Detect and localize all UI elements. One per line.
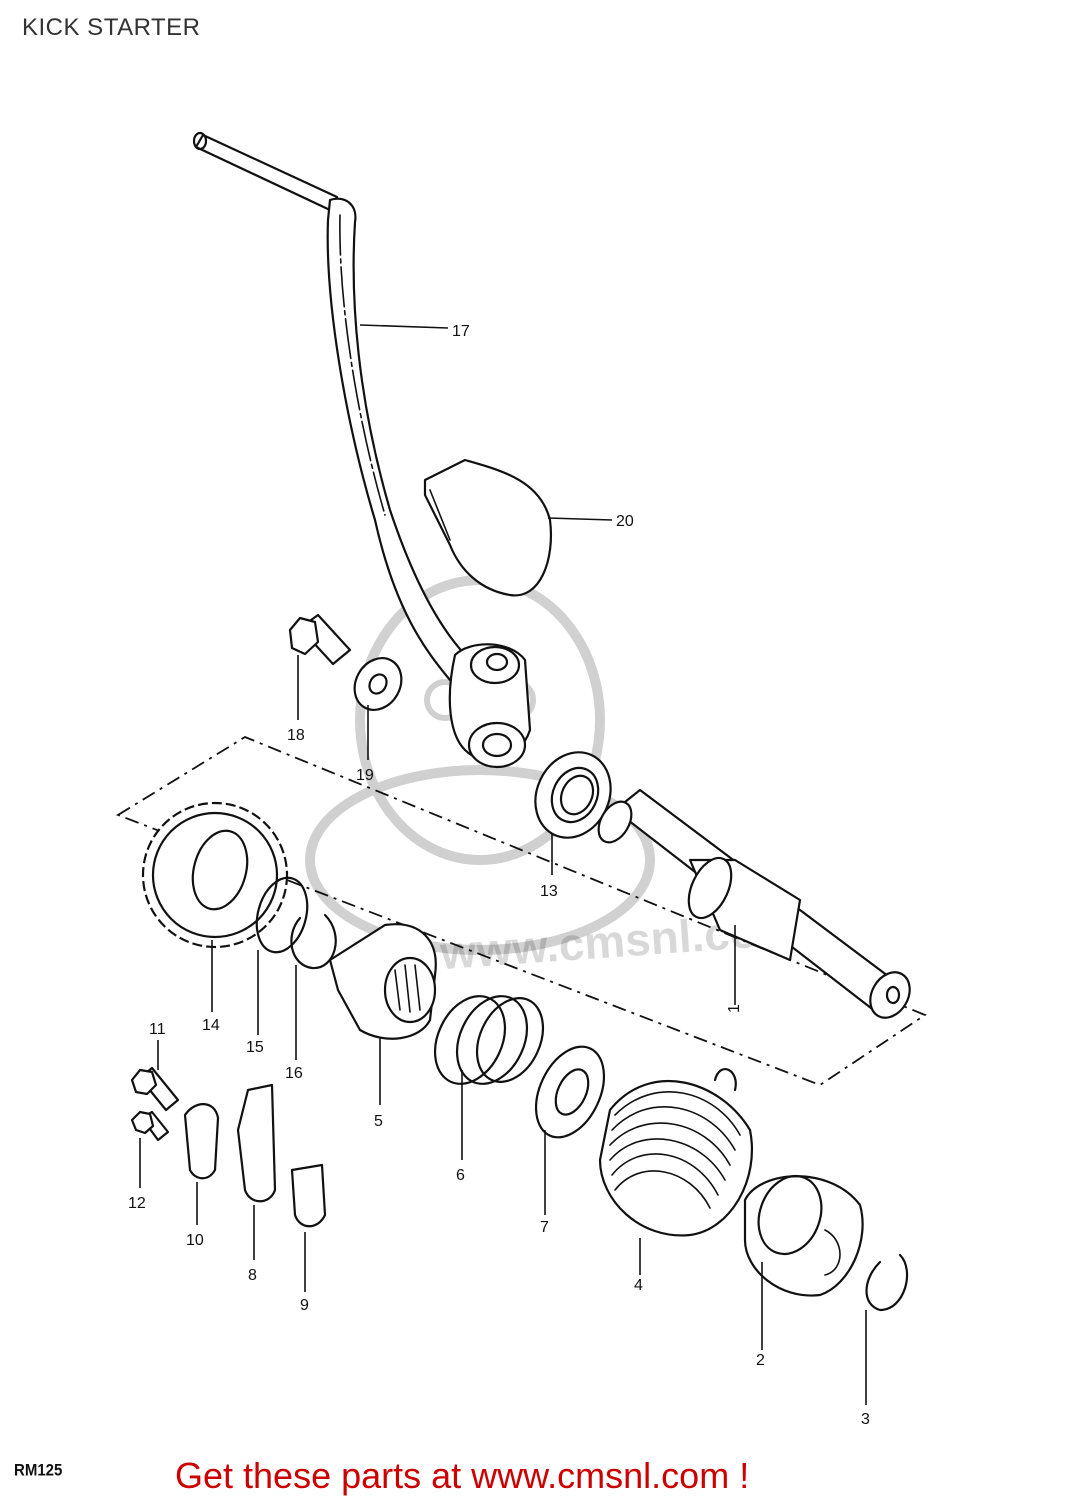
bolt-11 xyxy=(130,1066,180,1112)
assembly-boundary xyxy=(115,735,927,1087)
part-label: 8 xyxy=(248,1267,257,1284)
part-label: 3 xyxy=(861,1411,870,1428)
part-label: 20 xyxy=(616,513,634,530)
part-label: 1 xyxy=(726,1004,743,1013)
spring-guide xyxy=(743,1174,864,1297)
lever-boss xyxy=(448,643,532,769)
circlip-16 xyxy=(290,913,337,970)
part-label: 6 xyxy=(456,1167,465,1184)
stopper-9 xyxy=(290,1163,327,1228)
part-label: 12 xyxy=(128,1195,146,1212)
spring-4 xyxy=(598,1068,753,1237)
part-labels: 1 2 3 4 5 6 7 8 9 10 11 12 13 14 15 16 1… xyxy=(128,323,870,1428)
part-label: 14 xyxy=(202,1017,220,1034)
cover xyxy=(423,458,552,597)
part-label: 10 xyxy=(186,1232,204,1249)
footer-link[interactable]: Get these parts at www.cmsnl.com ! xyxy=(175,1455,750,1496)
gear xyxy=(141,801,289,949)
part-label: 5 xyxy=(374,1113,383,1130)
bolt-18 xyxy=(288,613,352,666)
part-label: 7 xyxy=(540,1219,549,1236)
part-label: 16 xyxy=(285,1065,303,1082)
part-label: 2 xyxy=(756,1352,765,1369)
part-label: 17 xyxy=(452,323,470,340)
spring-6 xyxy=(433,995,545,1085)
plate-8 xyxy=(236,1083,277,1203)
washer-15 xyxy=(255,876,309,954)
page-title: KICK STARTER xyxy=(22,14,201,41)
part-label: 18 xyxy=(287,727,305,744)
leader-lines xyxy=(139,324,867,1405)
ratchet xyxy=(328,923,437,1040)
kick-shaft xyxy=(597,788,911,1019)
plate-10 xyxy=(183,1103,220,1180)
model-code: RM125 xyxy=(14,1461,63,1480)
part-label: 4 xyxy=(634,1277,643,1294)
part-label: 9 xyxy=(300,1297,309,1314)
part-label: 13 xyxy=(540,883,558,900)
washer-19 xyxy=(353,657,403,711)
kick-lever xyxy=(192,131,472,682)
washer-7 xyxy=(534,1045,606,1139)
part-label: 11 xyxy=(149,1021,166,1038)
part-label: 15 xyxy=(246,1039,264,1056)
circlip-3 xyxy=(865,1253,909,1312)
bolt-12 xyxy=(130,1110,170,1142)
part-label: 19 xyxy=(356,767,374,784)
